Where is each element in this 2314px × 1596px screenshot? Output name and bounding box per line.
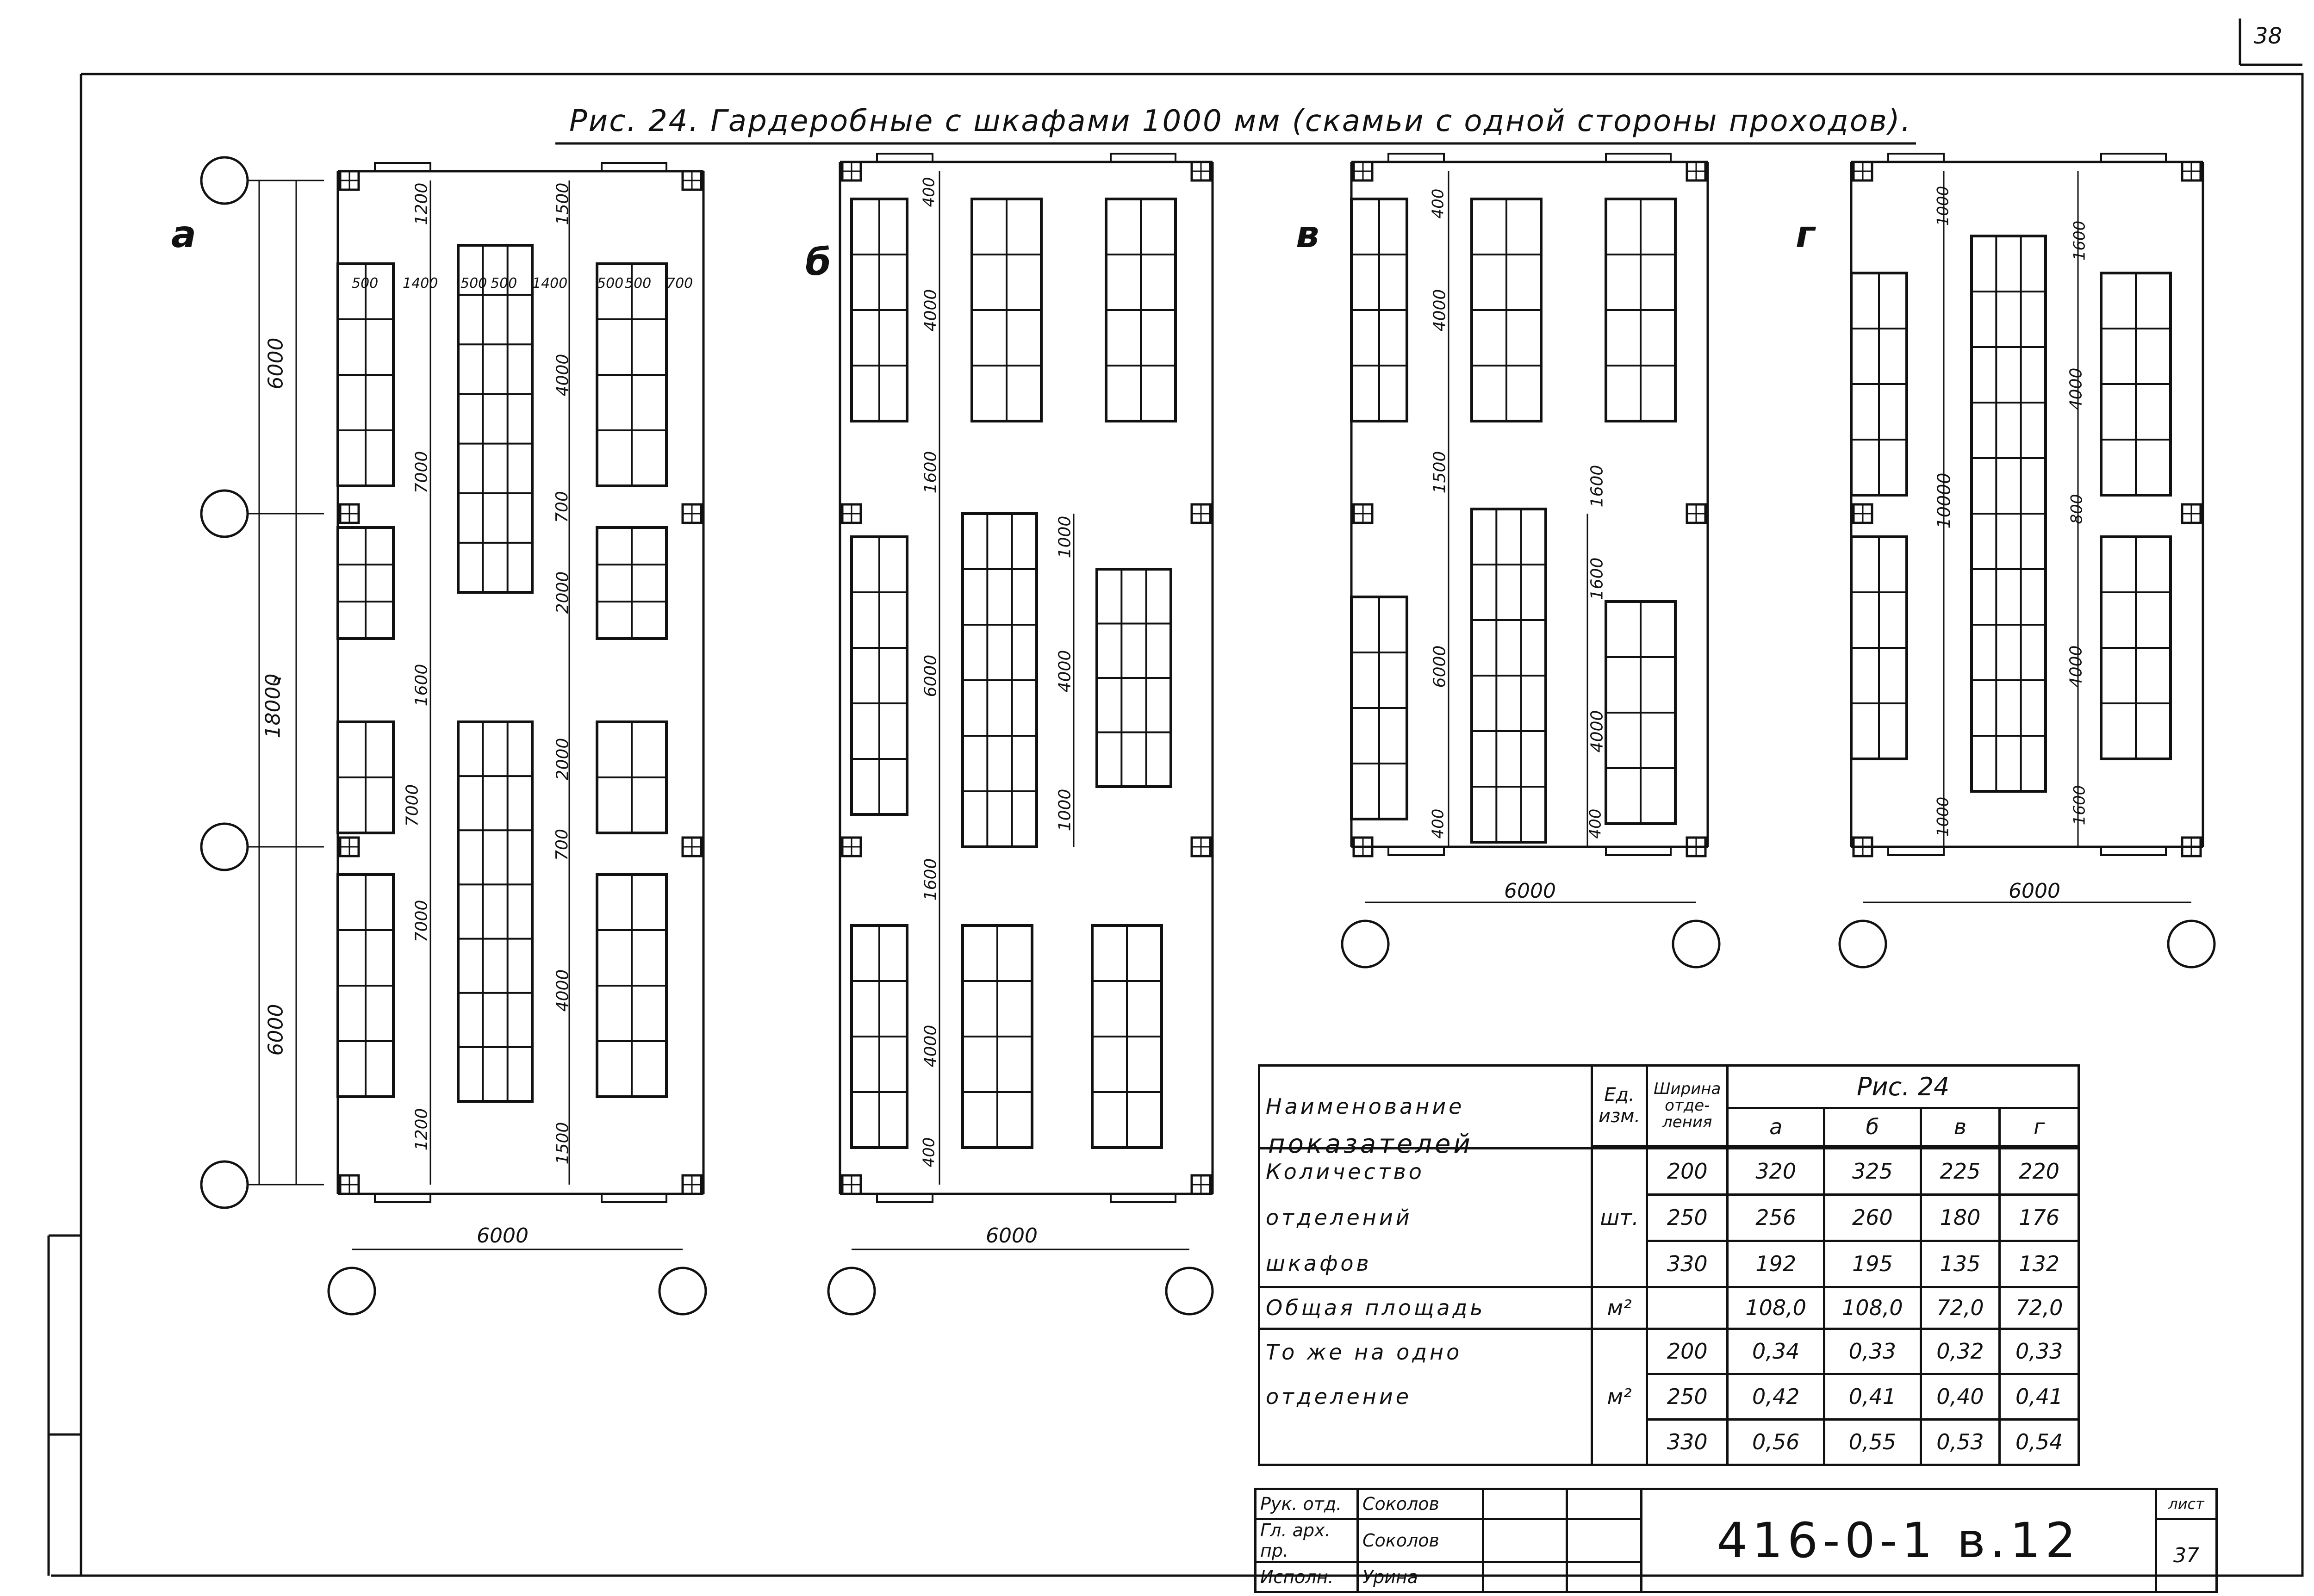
window xyxy=(374,1193,431,1203)
axis-marker-col xyxy=(658,1267,707,1316)
window xyxy=(1110,1193,1176,1203)
window xyxy=(1605,153,1672,163)
axis-marker-row xyxy=(200,822,249,871)
axis-marker-col xyxy=(327,1267,376,1316)
window xyxy=(1387,846,1445,856)
window xyxy=(374,162,431,172)
side-strip xyxy=(47,1234,82,1576)
window xyxy=(1387,153,1445,163)
axis-marker-col xyxy=(1165,1267,1214,1316)
window xyxy=(2100,846,2167,856)
window xyxy=(1110,153,1176,163)
axis-marker-row xyxy=(200,156,249,205)
axis-marker-col xyxy=(1341,919,1390,969)
window xyxy=(876,1193,933,1203)
locker-block xyxy=(457,720,534,1103)
frame-border xyxy=(51,73,2304,1577)
window xyxy=(1887,846,1945,856)
window xyxy=(1605,846,1672,856)
axis-marker-col xyxy=(827,1267,876,1316)
locker-block xyxy=(457,244,534,594)
axis-marker-col xyxy=(1672,919,1721,969)
axis-marker-col xyxy=(1838,919,1887,969)
window xyxy=(1887,153,1945,163)
floor-plans xyxy=(200,153,2216,1316)
window xyxy=(876,153,933,163)
axis-marker-row xyxy=(200,489,249,538)
window xyxy=(2100,153,2167,163)
axis-marker-row xyxy=(200,1160,249,1209)
window xyxy=(601,162,667,172)
axis-marker-col xyxy=(2167,919,2216,969)
window xyxy=(601,1193,667,1203)
